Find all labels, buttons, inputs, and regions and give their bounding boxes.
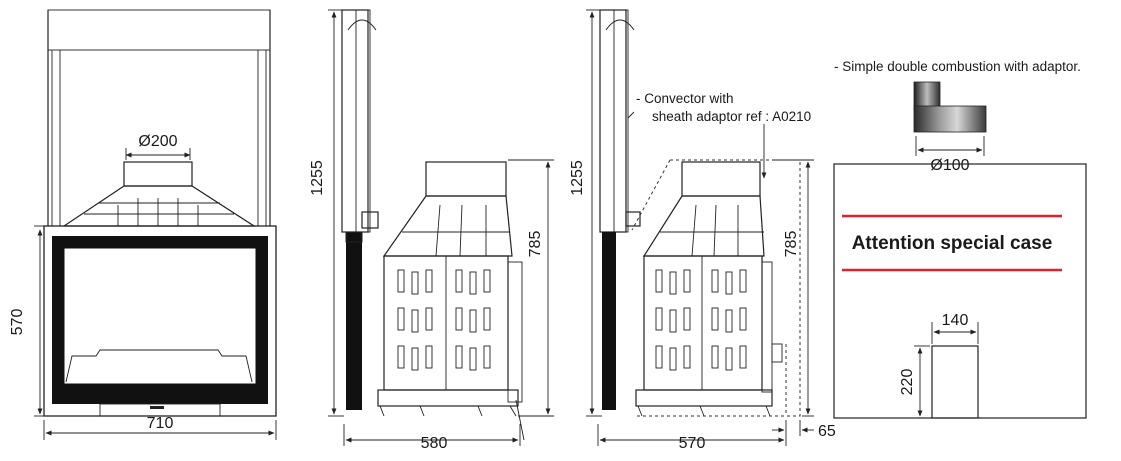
- convector-height-total-label: 1255: [569, 160, 586, 196]
- side-view: 1255 785 580: [309, 9, 554, 452]
- special-case-box: [833, 163, 1087, 419]
- convector-flue-pipe: [599, 9, 641, 233]
- front-height-label: 570: [9, 309, 26, 336]
- convector-stove: [635, 161, 783, 417]
- side-dims: [328, 9, 554, 446]
- front-collar: [62, 161, 257, 227]
- special-case: - Simple double combustion with adaptor.…: [833, 59, 1087, 419]
- convector-height-body-label: 785: [783, 231, 800, 258]
- adaptor-diameter-label: Ø100: [930, 157, 969, 174]
- adaptor-icon: [913, 81, 987, 133]
- side-depth-label: 580: [421, 435, 448, 452]
- side-view-convector: 1255 785 570 65 - Convector with sheath …: [569, 9, 836, 452]
- front-hood: [47, 9, 271, 226]
- front-body: [43, 225, 277, 417]
- side-convector-panel: [346, 232, 362, 410]
- front-dims: [34, 148, 277, 440]
- side-height-body-label: 785: [527, 231, 544, 258]
- attention-text: Attention special case: [852, 233, 1053, 254]
- convector-sheath-outline: [631, 159, 801, 417]
- convector-panel: [602, 232, 616, 410]
- convector-note-line2: sheath adaptor ref : A0210: [652, 109, 811, 124]
- outlet-width-label: 140: [942, 312, 969, 329]
- side-height-total-label: 1255: [309, 160, 326, 196]
- side-flue-pipe: [341, 9, 379, 233]
- convector-dims: [586, 9, 814, 446]
- outlet-height-label: 220: [899, 369, 916, 396]
- front-flue-diameter: Ø200: [138, 133, 177, 150]
- front-view: Ø200 570 710: [9, 9, 277, 440]
- outlet-rect: [931, 345, 979, 419]
- convector-note-line1: - Convector with: [636, 91, 734, 106]
- convector-offset-label: 65: [818, 423, 836, 440]
- side-stove: [377, 161, 525, 441]
- special-case-note: - Simple double combustion with adaptor.: [834, 59, 1081, 74]
- front-width-label: 710: [147, 415, 174, 432]
- convector-depth-label: 570: [679, 435, 706, 452]
